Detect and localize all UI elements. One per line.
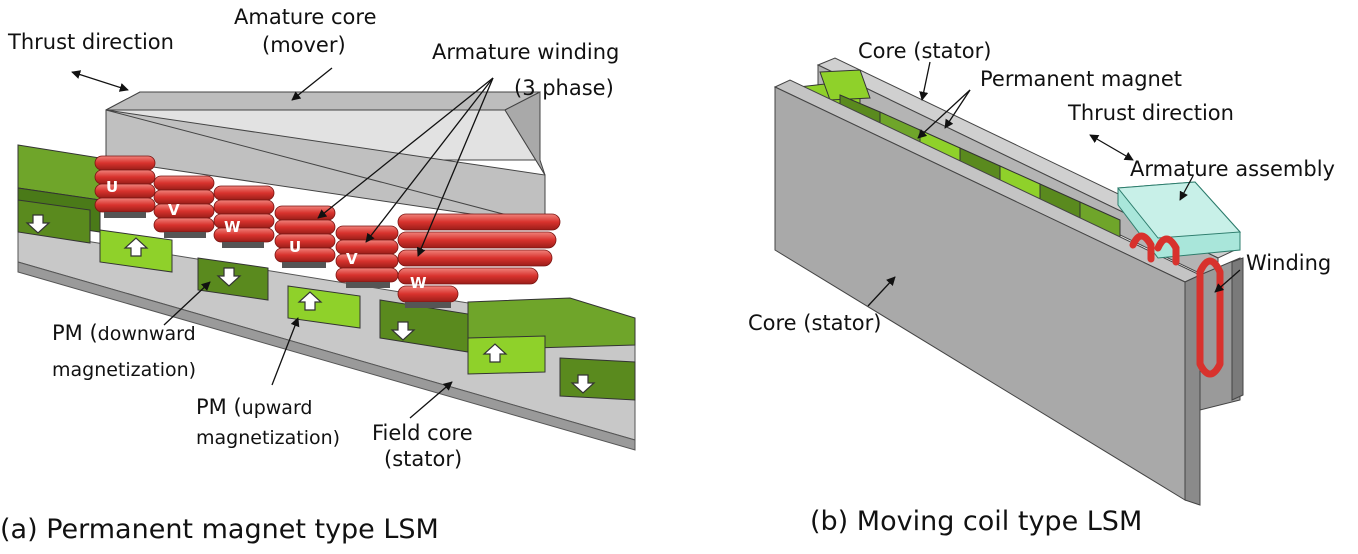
armature-core-mover	[105, 91, 546, 226]
thrust-arrow-b	[1089, 134, 1134, 161]
pm-blocks	[17, 144, 636, 401]
panel-b-labels: Core (stator) Permanent magnet Thrust di…	[748, 39, 1335, 335]
coil-label: U	[106, 178, 118, 196]
stator-label: (stator)	[384, 447, 462, 471]
panel-b-diagram: Core (stator) Permanent magnet Thrust di…	[748, 39, 1335, 537]
armature-assembly-label: Armature assembly	[1130, 157, 1335, 181]
coil-v-2: V	[335, 225, 399, 283]
field-core-label: Field core	[372, 421, 473, 445]
pm-upward-label-2: magnetization)	[196, 427, 340, 449]
thrust-direction-b-label: Thrust direction	[1067, 101, 1234, 125]
winding-label: Winding	[1246, 251, 1331, 275]
pm-downward-label-2: magnetization)	[52, 359, 196, 381]
coil-u-1: U	[94, 155, 156, 213]
amature-core-label: Amature core	[234, 5, 377, 29]
caption-a: (a) Permanent magnet type LSM	[0, 514, 439, 545]
coil-w-1: W	[213, 185, 275, 243]
coil-label: V	[168, 201, 180, 219]
mover-label: (mover)	[262, 33, 346, 57]
pm-upward-label: PM (upward	[196, 395, 312, 419]
coil-u-2: U	[274, 205, 336, 263]
core-stator-bottom-label: Core (stator)	[748, 311, 881, 335]
panel-a-labels: Thrust direction Amature core (mover) Ar…	[7, 5, 619, 471]
thrust-direction-label: Thrust direction	[7, 30, 174, 54]
armature-winding-label: Armature winding	[432, 40, 619, 64]
thrust-arrow-a	[71, 70, 129, 92]
coil-label: W	[224, 218, 241, 236]
panel-a-leaders	[71, 67, 494, 419]
coil-label: V	[346, 250, 358, 268]
caption-b: (b) Moving coil type LSM	[810, 506, 1142, 537]
core-stator-top-label: Core (stator)	[858, 39, 991, 63]
coil-w-2: W	[397, 213, 561, 303]
three-phase-label: (3 phase)	[514, 76, 614, 100]
coil-label: W	[410, 274, 427, 292]
armature-coils: U V W	[94, 155, 561, 308]
coil-label: U	[289, 238, 301, 256]
panel-a-diagram: U V W	[0, 5, 636, 545]
panel-b-leaders	[867, 61, 1241, 307]
winding-loops	[1129, 232, 1224, 378]
pm-downward-label: PM (downward	[52, 321, 196, 345]
permanent-magnet-label: Permanent magnet	[980, 67, 1182, 91]
coil-v-1: V	[153, 175, 215, 233]
